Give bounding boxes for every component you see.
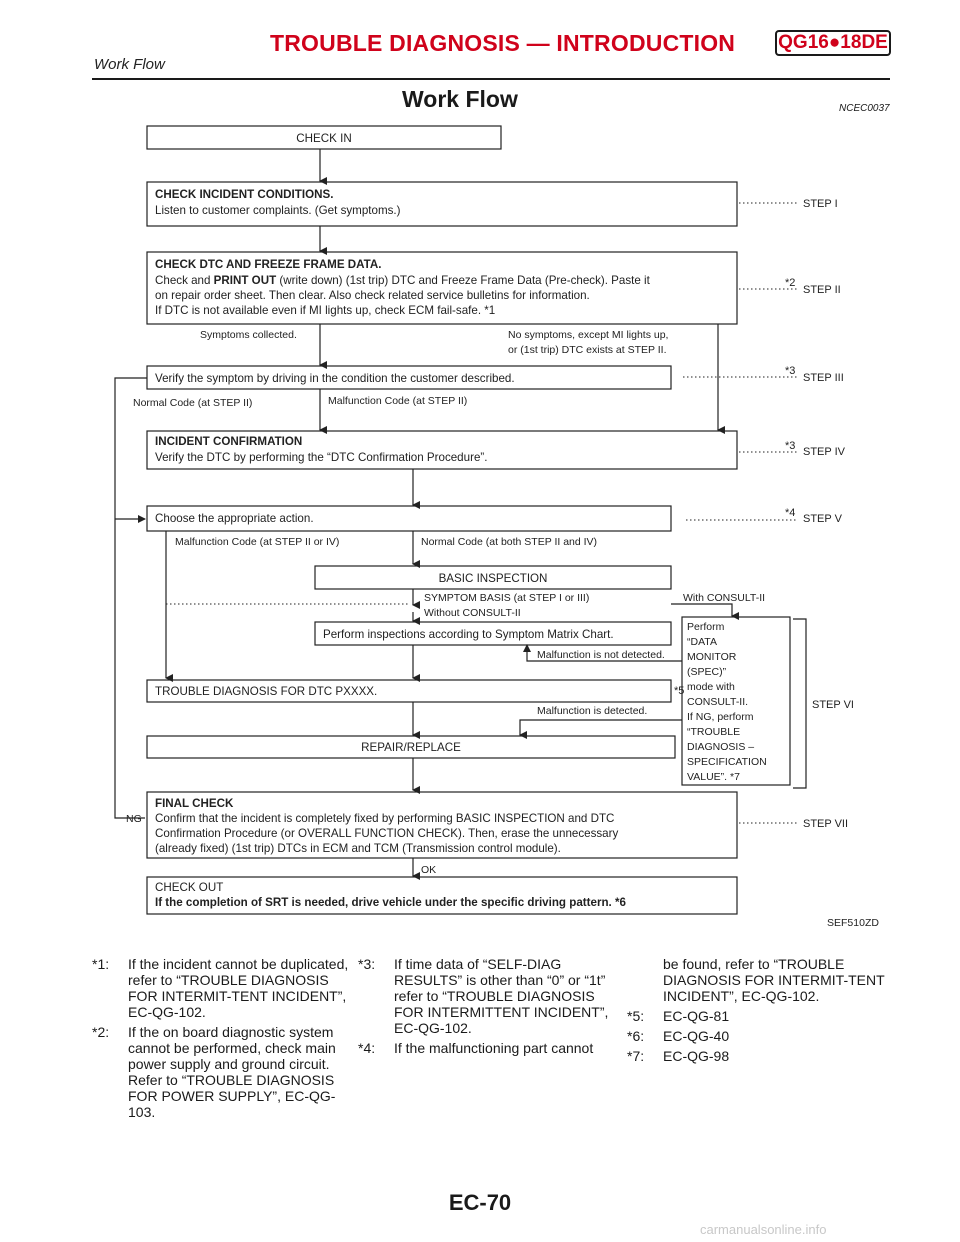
step-2-label: STEP II — [803, 284, 841, 296]
incident-confirmation-text: Verify the DTC by performing the “DTC Co… — [155, 451, 487, 464]
symptom-matrix-box — [314, 621, 672, 646]
trouble-diagnosis-dtc-box — [146, 679, 672, 703]
final-check-line-3: (already fixed) (1st trip) DTCs in ECM a… — [155, 842, 561, 855]
side-line-10: VALUE”. *7 — [687, 771, 740, 783]
verify-symptom-text: Verify the symptom by driving in the con… — [155, 372, 515, 385]
incident-conditions-title: CHECK INCIDENT CONDITIONS. — [155, 188, 333, 201]
mark-5: *5 — [674, 685, 684, 697]
check-out-title: CHECK OUT — [155, 881, 223, 894]
no-symptoms-label-1: No symptoms, except MI lights up, — [508, 329, 668, 341]
section-title: Work Flow — [402, 86, 518, 112]
header-rule — [92, 78, 890, 80]
malfunction-code-label: Malfunction Code (at STEP II) — [328, 395, 467, 407]
figure-code: SEF510ZD — [827, 917, 879, 929]
dtc-line-1: Check and PRINT OUT (write down) (1st tr… — [155, 274, 651, 287]
final-check-line-2: Confirmation Procedure (or OVERALL FUNCT… — [155, 827, 618, 840]
basic-inspection-text: BASIC INSPECTION — [439, 572, 548, 585]
incident-conditions-text: Listen to customer complaints. (Get symp… — [155, 204, 401, 217]
no-symptoms-label-2: or (1st trip) DTC exists at STEP II. — [508, 344, 667, 356]
notes-column-2: *3:If time data of “SELF-DIAG RESULTS” i… — [358, 956, 620, 1060]
symptom-matrix-text: Perform inspections according to Symptom… — [323, 628, 614, 641]
side-line-7: “TROUBLE — [687, 726, 740, 738]
ng-label: NG — [126, 813, 142, 825]
note-4-continued: be found, refer to “TROUBLE DIAGNOSIS FO… — [663, 956, 885, 1004]
symptoms-collected-label: Symptoms collected. — [200, 329, 297, 341]
incident-conditions-box — [146, 181, 738, 227]
side-line-5: CONSULT-II. — [687, 696, 748, 708]
step-6-label: STEP VI — [812, 699, 854, 711]
final-check-line-1: Confirm that the incident is completely … — [155, 812, 614, 825]
engine-code-badge: QG16●18DE — [775, 30, 891, 56]
with-consult-label: With CONSULT-II — [683, 592, 765, 604]
normal-code-label: Normal Code (at STEP II) — [133, 397, 252, 409]
side-line-8: DIAGNOSIS – — [687, 741, 754, 753]
header-title: TROUBLE DIAGNOSIS — INTRODUCTION — [270, 30, 736, 56]
step-4-label: STEP IV — [803, 446, 846, 458]
symptom-basis-label: SYMPTOM BASIS (at STEP I or III) — [424, 592, 589, 604]
repair-replace-box — [146, 735, 676, 759]
watermark: carmanualsonline.info — [700, 1222, 827, 1237]
side-line-1: “DATA — [687, 636, 717, 648]
note-1: *1:If the incident cannot be duplicated,… — [92, 956, 349, 1020]
note-2: *2:If the on board diagnostic system can… — [92, 1024, 336, 1120]
basic-inspection-box — [314, 565, 672, 590]
repair-replace-text: REPAIR/REPLACE — [361, 741, 461, 754]
final-check-box — [146, 791, 738, 859]
note-5: *5:EC-QG-81 — [627, 1008, 730, 1024]
notes-column-1: *1:If the incident cannot be duplicated,… — [92, 956, 354, 1124]
check-in-label: CHECK IN — [296, 132, 351, 145]
check-in-box — [146, 125, 502, 150]
side-line-0: Perform — [687, 621, 725, 633]
section-code: NCEC0037 — [839, 103, 890, 114]
side-line-6: If NG, perform — [687, 711, 754, 723]
header-subtitle: Work Flow — [94, 56, 165, 73]
malfunction-code-2-label: Malfunction Code (at STEP II or IV) — [175, 536, 339, 548]
choose-action-box — [146, 505, 672, 532]
normal-code-2-label: Normal Code (at both STEP II and IV) — [421, 536, 597, 548]
note-4: *4:If the malfunctioning part cannot — [358, 1040, 594, 1056]
dtc-line-2: on repair order sheet. Then clear. Also … — [155, 289, 590, 302]
step-1-label: STEP I — [803, 198, 838, 210]
data-monitor-box — [681, 616, 791, 786]
dtc-line-1b: PRINT OUT — [214, 274, 276, 287]
step-5-label: STEP V — [803, 513, 843, 525]
mark-3b: *3 — [785, 440, 795, 452]
mark-3a: *3 — [785, 365, 795, 377]
side-line-2: MONITOR — [687, 651, 737, 663]
without-consult-label: Without CONSULT-II — [424, 607, 521, 619]
mark-4: *4 — [785, 507, 795, 519]
side-line-3: (SPEC)” — [687, 666, 727, 678]
srt-text: If the completion of SRT is needed, driv… — [155, 896, 626, 909]
step-3-label: STEP III — [803, 372, 844, 384]
malfunction-detected-label: Malfunction is detected. — [537, 705, 647, 717]
data-monitor-lines: Perform “DATA MONITOR (SPEC)” mode with … — [687, 621, 767, 783]
trouble-diagnosis-dtc-text: TROUBLE DIAGNOSIS FOR DTC PXXXX. — [155, 685, 377, 698]
note-7: *7:EC-QG-98 — [627, 1048, 730, 1064]
ok-label: OK — [421, 864, 436, 876]
incident-confirmation-title: INCIDENT CONFIRMATION — [155, 435, 302, 448]
page-number: EC-70 — [448, 1190, 512, 1215]
note-3: *3:If time data of “SELF-DIAG RESULTS” i… — [358, 956, 609, 1036]
dtc-title: CHECK DTC AND FREEZE FRAME DATA. — [155, 258, 382, 271]
dtc-line-1c: (write down) (1st trip) DTC and Freeze F… — [279, 274, 650, 287]
notes-column-3: be found, refer to “TROUBLE DIAGNOSIS FO… — [627, 956, 889, 1068]
check-out-box — [146, 876, 738, 915]
incident-confirmation-box — [146, 430, 738, 470]
side-line-9: SPECIFICATION — [687, 756, 767, 768]
side-line-4: mode with — [687, 681, 735, 693]
note-6: *6:EC-QG-40 — [627, 1028, 730, 1044]
dtc-line-3: If DTC is not available even if MI light… — [155, 304, 495, 317]
final-check-title: FINAL CHECK — [155, 797, 234, 810]
step-7-label: STEP VII — [803, 818, 848, 830]
mark-2: *2 — [785, 277, 795, 289]
dtc-freeze-frame-box — [146, 251, 738, 325]
choose-action-text: Choose the appropriate action. — [155, 512, 314, 525]
malfunction-not-detected-label: Malfunction is not detected. — [537, 649, 665, 661]
dtc-line-1a: Check and — [155, 274, 210, 287]
